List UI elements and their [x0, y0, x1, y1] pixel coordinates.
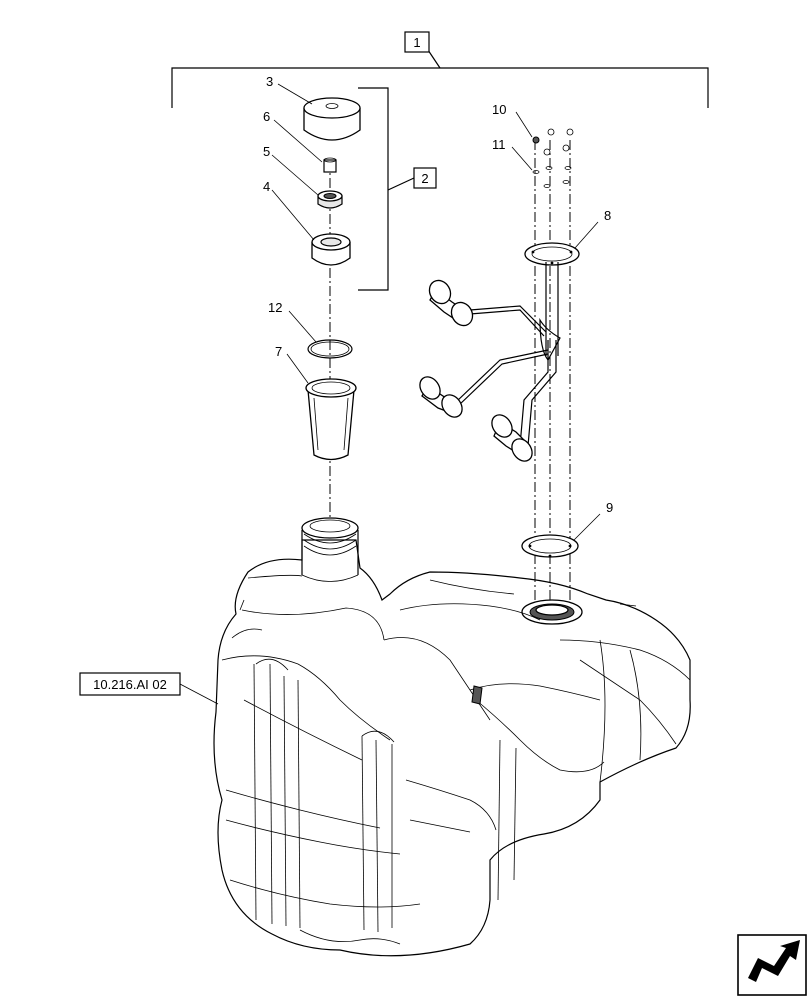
- assembly-bracket-1: [171, 49, 709, 108]
- fuel-sender-assembly[interactable]: [416, 262, 561, 465]
- callout-8-label[interactable]: 8: [604, 208, 611, 223]
- navigation-arrow-icon[interactable]: [737, 934, 807, 996]
- leader-3: [277, 83, 313, 105]
- callout-10-label[interactable]: 10: [492, 102, 506, 117]
- leader-10: [515, 111, 533, 138]
- part-9-gasket[interactable]: [521, 534, 579, 558]
- callout-12-label[interactable]: 12: [268, 300, 282, 315]
- reference-box[interactable]: 10.216.AI 02: [79, 672, 181, 696]
- float-upper: [428, 279, 474, 327]
- float-middle: [419, 376, 463, 418]
- callout-5-label[interactable]: 5: [263, 144, 270, 159]
- part-12-o-ring[interactable]: [307, 339, 353, 359]
- callout-4-label[interactable]: 4: [263, 179, 270, 194]
- leader-9: [573, 513, 601, 541]
- leader-reference: [179, 683, 219, 705]
- float-lower: [491, 414, 533, 462]
- leader-8: [574, 221, 599, 249]
- filler-neck: [301, 517, 359, 582]
- part-7-strainer[interactable]: [305, 378, 357, 461]
- reference-label: 10.216.AI 02: [93, 677, 167, 692]
- part-4-adaptor[interactable]: [311, 233, 351, 266]
- callout-3-label[interactable]: 3: [266, 74, 273, 89]
- part-3-cap[interactable]: [303, 97, 361, 141]
- leader-4: [271, 189, 315, 241]
- assembly-bracket-2: [358, 87, 415, 291]
- part-8-gasket[interactable]: [524, 242, 580, 266]
- leader-11: [511, 146, 533, 171]
- part-5-valve[interactable]: [317, 190, 343, 209]
- sender-port: [521, 599, 583, 625]
- callout-9-label[interactable]: 9: [606, 500, 613, 515]
- part-11-washers[interactable]: [532, 166, 572, 188]
- callout-box-2[interactable]: 2: [413, 167, 437, 189]
- leader-6: [273, 119, 323, 163]
- callout-1-label: 1: [413, 35, 420, 50]
- leader-5: [271, 154, 319, 196]
- fuel-tank-body[interactable]: [213, 517, 691, 957]
- callout-6-label[interactable]: 6: [263, 109, 270, 124]
- callout-box-1[interactable]: 1: [404, 31, 430, 53]
- callout-2-label: 2: [421, 171, 428, 186]
- leader-7: [286, 353, 309, 384]
- callout-7-label[interactable]: 7: [275, 344, 282, 359]
- part-6-plug[interactable]: [323, 157, 337, 173]
- callout-11-label[interactable]: 11: [492, 137, 506, 152]
- part-10-screws[interactable]: [532, 128, 574, 156]
- leader-12: [288, 310, 317, 343]
